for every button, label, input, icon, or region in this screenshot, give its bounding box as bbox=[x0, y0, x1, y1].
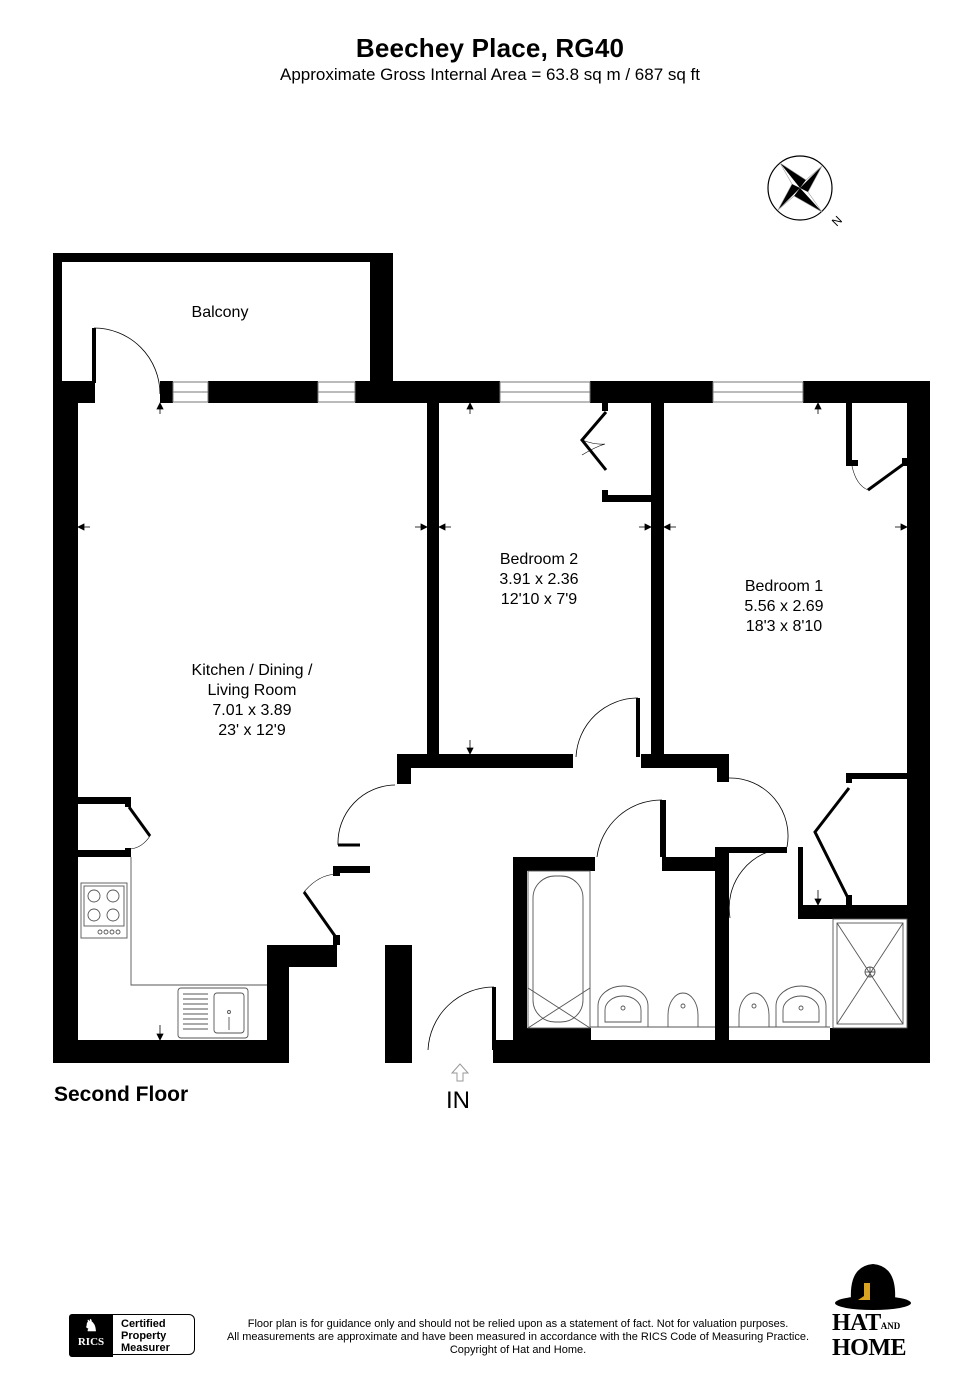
room-metric: 5.56 x 2.69 bbox=[744, 598, 824, 615]
brand-text: HATAND HOME bbox=[832, 1310, 916, 1361]
brand-line1: HAT bbox=[832, 1310, 881, 1336]
rics-badge-text: RICS bbox=[77, 1336, 105, 1348]
floor-label: Second Floor bbox=[54, 1083, 189, 1106]
room-name: Balcony bbox=[191, 304, 249, 321]
rics-certified-badge: ♞ RICS Certified Property Measurer bbox=[69, 1314, 200, 1357]
shower-tray-icon bbox=[832, 918, 908, 1029]
room-imperial: 23' x 12'9 bbox=[218, 722, 286, 739]
hob-icon bbox=[80, 882, 128, 939]
room-name-line2: Living Room bbox=[207, 682, 297, 699]
room-living: Kitchen / Dining / Living Room 7.01 x 3.… bbox=[152, 661, 352, 741]
toilet-icon bbox=[738, 992, 770, 1027]
entrance-label: IN bbox=[446, 1087, 470, 1114]
bath-icon bbox=[527, 870, 591, 1029]
area-subtitle: Approximate Gross Internal Area = 63.8 s… bbox=[279, 65, 701, 84]
room-metric: 7.01 x 3.89 bbox=[212, 702, 292, 719]
room-imperial: 18'3 x 8'10 bbox=[745, 618, 823, 635]
room-imperial: 12'10 x 7'9 bbox=[500, 591, 578, 608]
measurement-markers bbox=[77, 402, 908, 1041]
entrance-arrow-icon bbox=[450, 1063, 470, 1082]
disclaimer: Floor plan is for guidance only and shou… bbox=[208, 1318, 828, 1357]
brand-line2: HOME bbox=[832, 1335, 907, 1361]
room-name: Bedroom 2 bbox=[499, 551, 579, 568]
hat-logo-icon bbox=[835, 1264, 911, 1310]
room-name-line1: Kitchen / Dining / bbox=[191, 662, 313, 679]
rics-logo: ♞ RICS bbox=[69, 1314, 113, 1357]
rics-line3: Measurer bbox=[121, 1342, 170, 1354]
room-name: Bedroom 1 bbox=[744, 578, 824, 595]
rics-line2: Property bbox=[121, 1330, 167, 1342]
doors bbox=[92, 327, 906, 1051]
walls bbox=[53, 253, 930, 1063]
basin-icon bbox=[775, 985, 827, 1027]
room-metric: 3.91 x 2.36 bbox=[499, 571, 579, 588]
toilet-icon bbox=[667, 992, 699, 1027]
rics-text: Certified Property Measurer bbox=[113, 1314, 195, 1355]
compass-rose-icon: N bbox=[767, 155, 845, 229]
disclaimer-line3: Copyright of Hat and Home. bbox=[449, 1344, 587, 1356]
brand-and: AND bbox=[880, 1321, 901, 1331]
disclaimer-line1: Floor plan is for guidance only and shou… bbox=[247, 1318, 789, 1330]
lion-icon: ♞ bbox=[83, 1318, 99, 1335]
room-balcony: Balcony bbox=[160, 303, 280, 323]
north-label: N bbox=[829, 213, 845, 229]
room-bedroom2: Bedroom 2 3.91 x 2.36 12'10 x 7'9 bbox=[479, 550, 599, 610]
kitchen-sink-icon bbox=[177, 987, 249, 1039]
page-title: Beechey Place, RG40 bbox=[355, 33, 625, 63]
disclaimer-line2: All measurements are approximate and hav… bbox=[226, 1331, 810, 1343]
basin-icon bbox=[597, 985, 649, 1027]
rics-line1: Certified bbox=[121, 1318, 166, 1330]
fixtures bbox=[80, 857, 908, 1039]
windows bbox=[172, 381, 804, 403]
room-bedroom1: Bedroom 1 5.56 x 2.69 18'3 x 8'10 bbox=[724, 577, 844, 637]
hat-and-home-logo: HATAND HOME bbox=[832, 1262, 916, 1362]
